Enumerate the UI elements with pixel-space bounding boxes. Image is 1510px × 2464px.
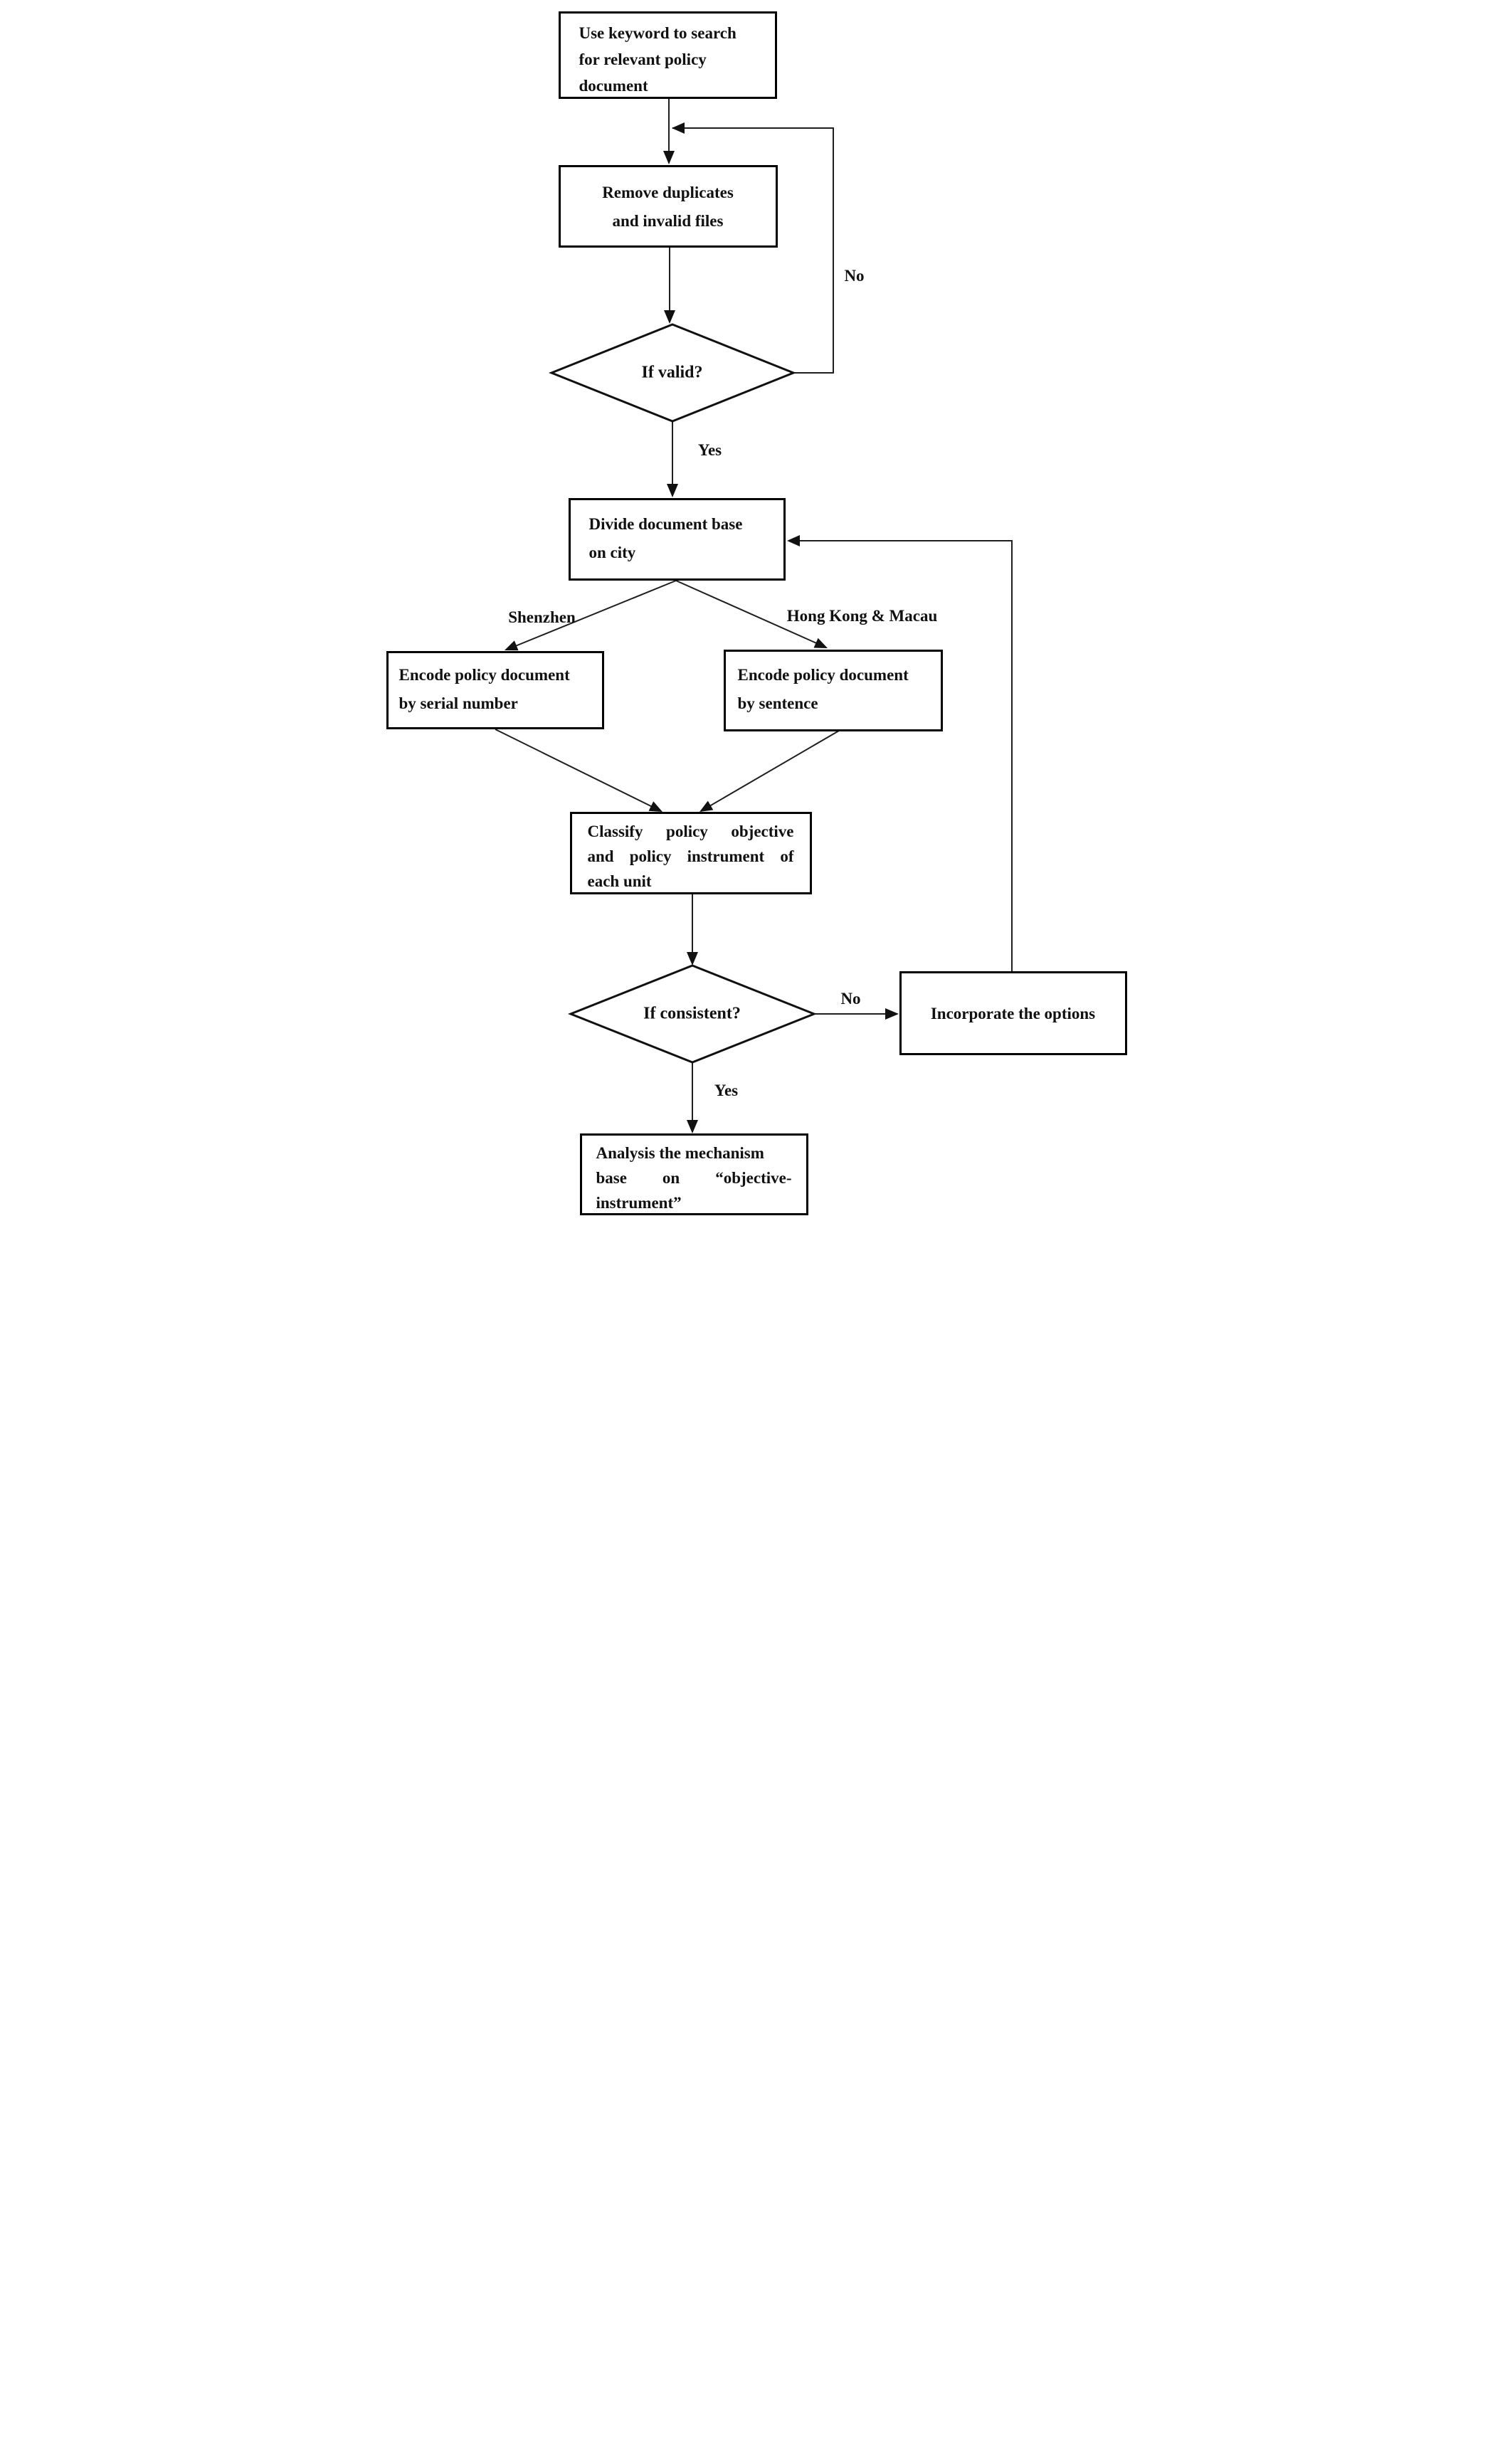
node-classify: Classify policy objective and policy ins…	[569, 812, 812, 894]
node-encode-serial-line-1: Encode policy document	[398, 666, 570, 684]
node-divide-line-2: on city	[588, 544, 636, 561]
edge-label-no-consistent: No	[840, 990, 861, 1008]
node-encode-sentence: Encode policy document by sentence	[723, 650, 943, 731]
node-dedupe: Remove duplicates and invalid files	[558, 165, 778, 248]
node-encode-serial-line-2: by serial number	[398, 694, 518, 712]
arrowhead-into-analysis	[686, 1120, 698, 1133]
node-analysis: Analysis the mechanism base on “objectiv…	[579, 1133, 808, 1215]
node-classify-line-3: each unit	[587, 872, 652, 890]
decision-if-consistent-label: If consistent?	[643, 1004, 741, 1023]
edge-valid-no-loop	[672, 127, 834, 374]
node-analysis-line-1: Analysis the mechanism	[596, 1144, 764, 1162]
arrowhead-into-serial	[504, 640, 518, 651]
node-dedupe-line-2: and invalid files	[612, 212, 724, 230]
arrowhead-sentence-into-classify	[699, 800, 713, 812]
arrowhead-into-sentence	[813, 638, 828, 648]
edge-label-yes-consistent: Yes	[714, 1082, 739, 1099]
node-classify-line-2: and policy instrument of	[587, 847, 794, 865]
node-dedupe-line-1: Remove duplicates	[602, 184, 734, 201]
node-search-line-3: document	[579, 77, 648, 95]
arrowhead-into-divide	[666, 484, 678, 497]
node-divide-line-1: Divide document base	[588, 515, 743, 533]
arrowhead-into-incorporate	[885, 1008, 899, 1020]
edge-label-hong-kong-macau: Hong Kong & Macau	[786, 607, 938, 625]
node-search-line-1: Use keyword to search	[579, 24, 736, 42]
node-search: Use keyword to search for relevant polic…	[558, 11, 777, 99]
node-encode-sentence-line-2: by sentence	[737, 694, 818, 712]
node-classify-line-1: Classify policy objective	[587, 823, 794, 840]
edge-label-shenzhen: Shenzhen	[508, 608, 576, 626]
arrowhead-into-dedupe	[662, 151, 675, 164]
edge-serial-to-classify	[495, 729, 661, 812]
arrowhead-into-valid	[663, 310, 675, 324]
decision-if-valid	[548, 323, 796, 423]
node-incorporate-label: Incorporate the options	[930, 1004, 1096, 1022]
node-divide: Divide document base on city	[568, 498, 786, 581]
arrowhead-serial-into-classify	[648, 801, 662, 812]
edge-label-yes-valid: Yes	[697, 441, 722, 459]
node-analysis-line-2: base on “objective-	[596, 1169, 792, 1187]
edge-label-no-valid: No	[844, 267, 865, 285]
arrowhead-into-consistent	[686, 952, 698, 966]
node-encode-sentence-line-1: Encode policy document	[737, 666, 909, 684]
flowchart-connectors	[495, 99, 1013, 1133]
edge-divide-to-sentence	[675, 580, 826, 648]
arrowhead-no-loop-junction	[671, 122, 685, 134]
edge-sentence-to-classify	[699, 730, 840, 812]
arrowhead-feedback-into-divide	[786, 535, 800, 546]
edge-divide-to-serial	[506, 580, 676, 650]
decision-if-consistent	[567, 964, 817, 1064]
node-incorporate: Incorporate the options	[899, 971, 1127, 1055]
edge-incorporate-to-divide	[788, 540, 1013, 971]
flowchart-canvas: Use keyword to search for relevant polic…	[377, 0, 1133, 1232]
node-search-line-2: for relevant policy	[579, 51, 707, 68]
node-encode-serial: Encode policy document by serial number	[386, 651, 604, 729]
node-analysis-line-3: instrument”	[596, 1194, 682, 1212]
decision-if-valid-label: If valid?	[641, 363, 703, 382]
